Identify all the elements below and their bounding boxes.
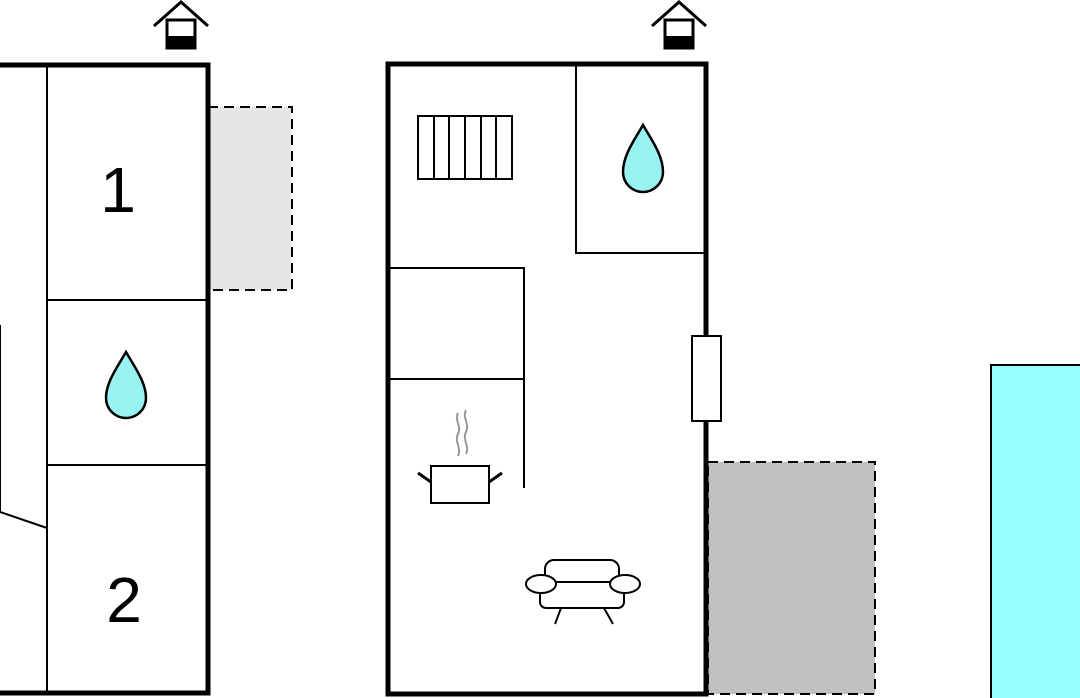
stair-outline [0, 325, 48, 529]
middle-building [385, 0, 876, 697]
terrace-dark [707, 461, 876, 695]
radiator-icon [417, 115, 513, 180]
water-drop-icon [104, 349, 148, 420]
interior-wall [575, 64, 706, 254]
left-building: 1 2 [0, 0, 293, 696]
terrace-light [207, 106, 293, 291]
bedroom-2-number: 2 [106, 564, 142, 636]
entrance-icon [651, 0, 707, 50]
interior-wall [388, 267, 525, 488]
entrance-icon [153, 0, 209, 50]
bedroom-1-number: 1 [100, 154, 136, 226]
water-drop-icon [621, 122, 665, 194]
outer-wall [0, 62, 211, 696]
kitchen-pot-icon [417, 409, 503, 504]
sofa-icon [525, 559, 641, 625]
window-icon [691, 335, 722, 422]
pool [990, 364, 1080, 698]
